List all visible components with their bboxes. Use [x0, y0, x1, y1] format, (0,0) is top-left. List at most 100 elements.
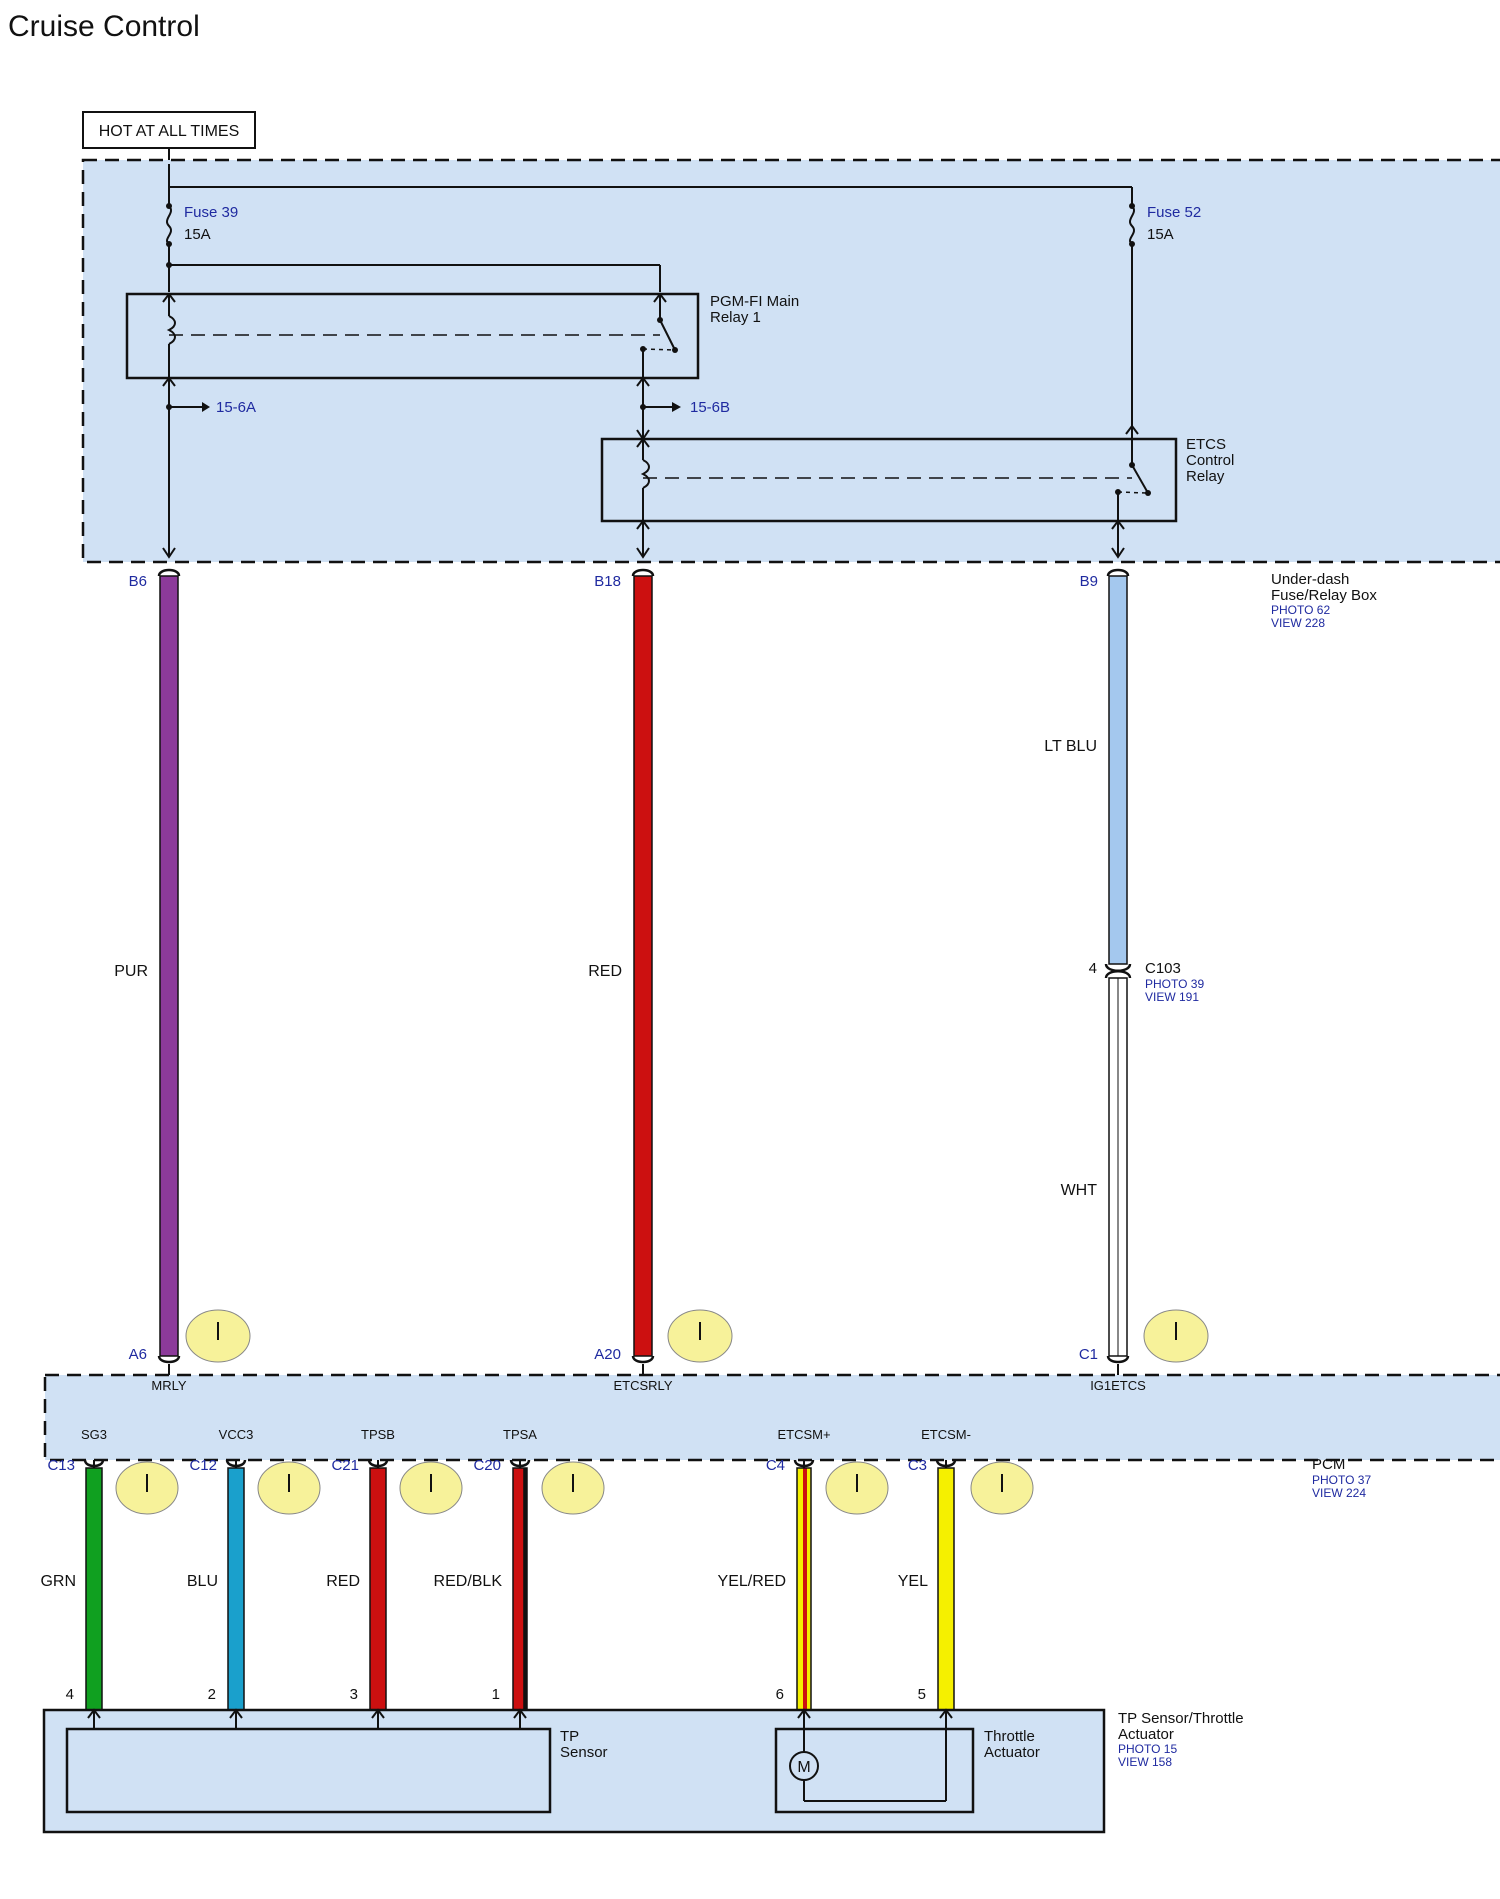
tp-assembly-line1: TP Sensor/Throttle	[1118, 1710, 1244, 1727]
fuse-box-label: Under-dash Fuse/Relay Box PHOTO 62 VIEW …	[1271, 571, 1377, 630]
wire-label-yel-red: YEL/RED	[718, 1573, 786, 1590]
ground-indicator-a20	[667, 1309, 733, 1363]
pin-c21: C21	[331, 1457, 359, 1474]
connector-c1	[1106, 1355, 1130, 1364]
wire-red	[633, 575, 653, 1357]
connector-b9	[1106, 568, 1130, 577]
power-source-box	[82, 111, 256, 149]
wire-yel-red	[796, 1467, 812, 1711]
wire-label-red: RED	[588, 963, 622, 980]
ground-indicator-a6	[185, 1309, 251, 1363]
etcs-relay-label-line2: Control	[1186, 452, 1234, 469]
wire-label-red-blk: RED/BLK	[434, 1573, 503, 1590]
tp-sensor-label-line1: TP	[560, 1728, 579, 1745]
signal-etcsrly: ETCSRLY	[614, 1378, 673, 1393]
pcm-label: PCM PHOTO 37 VIEW 224	[1312, 1456, 1371, 1500]
c103-view: VIEW 191	[1145, 990, 1199, 1004]
pgm-fi-main-relay-1: PGM-FI Main Relay 1	[125, 292, 799, 380]
wire-label-lt-blu: LT BLU	[1044, 738, 1097, 755]
fuse-box-photo: PHOTO 62	[1271, 603, 1330, 617]
under-dash-fuse-relay-box	[81, 158, 1500, 564]
signal-ig1etcs: IG1ETCS	[1090, 1378, 1146, 1393]
wire-lt-blu	[1108, 575, 1128, 965]
fuse-box-view: VIEW 228	[1271, 616, 1325, 630]
wire-label-red-tpsb: RED	[326, 1573, 360, 1590]
wire-red-blk	[512, 1467, 528, 1711]
signal-mrly: MRLY	[151, 1378, 186, 1393]
ground-indicator-c1	[1143, 1309, 1209, 1363]
etcs-relay-label-line1: ETCS	[1186, 436, 1226, 453]
pin-b18: B18	[594, 573, 621, 590]
fuse-52-name: Fuse 52	[1147, 204, 1201, 221]
circuit-tpsb: TPSB C21 RED 3	[326, 1427, 463, 1711]
ref-15-6a: 15-6A	[216, 399, 256, 416]
power-source-label: HOT AT ALL TIMES	[99, 123, 240, 140]
term-4: 4	[66, 1686, 74, 1703]
connector-c103: 4 C103 PHOTO 39 VIEW 191	[1089, 960, 1205, 1004]
tp-assembly-photo: PHOTO 15	[1118, 1742, 1177, 1756]
page-title: Cruise Control	[8, 10, 200, 43]
term-1: 1	[492, 1686, 500, 1703]
pin-c1: C1	[1079, 1346, 1098, 1363]
wire-blu	[227, 1467, 245, 1711]
connector-b18	[631, 568, 655, 577]
etcs-relay-label-line3: Relay	[1186, 468, 1225, 485]
etcs-control-relay: ETCS Control Relay	[600, 424, 1234, 523]
throttle-label-line1: Throttle	[984, 1728, 1035, 1745]
c103-photo: PHOTO 39	[1145, 977, 1204, 991]
connector-a20	[631, 1355, 655, 1364]
wire-red-tpsb	[369, 1467, 387, 1711]
wire-label-blu: BLU	[187, 1573, 218, 1590]
wire-pur	[159, 575, 179, 1357]
signal-tpsa: TPSA	[503, 1427, 537, 1442]
fuse-52: Fuse 52 15A	[1129, 203, 1201, 426]
wire-label-pur: PUR	[114, 963, 148, 980]
circuit-vcc3: VCC3 C12 BLU 2	[187, 1427, 321, 1711]
c103-name: C103	[1145, 960, 1181, 977]
relay-1-label-line1: PGM-FI Main	[710, 293, 799, 310]
signal-tpsb: TPSB	[361, 1427, 395, 1442]
pin-a6: A6	[129, 1346, 147, 1363]
fuse-box-label-line2: Fuse/Relay Box	[1271, 587, 1377, 604]
term-2: 2	[208, 1686, 216, 1703]
ref-15-6b: 15-6B	[690, 399, 730, 416]
tp-assembly-label: TP Sensor/Throttle Actuator PHOTO 15 VIE…	[1118, 1710, 1244, 1769]
wire-grn	[85, 1467, 103, 1711]
motor-icon	[789, 1751, 819, 1781]
fuse-box-label-line1: Under-dash	[1271, 571, 1349, 588]
throttle-actuator: M Throttle Actuator	[774, 1708, 1040, 1814]
motor-label: M	[797, 1759, 810, 1776]
tp-assembly-line2: Actuator	[1118, 1726, 1174, 1743]
c103-pin: 4	[1089, 960, 1097, 977]
term-5: 5	[918, 1686, 926, 1703]
signal-sg3: SG3	[81, 1427, 107, 1442]
signal-vcc3: VCC3	[219, 1427, 254, 1442]
tp-sensor-label-line2: Sensor	[560, 1744, 608, 1761]
connector-b6	[157, 568, 181, 577]
fuse-39-rating: 15A	[184, 226, 211, 243]
signal-etcsm-minus: ETCSM-	[921, 1427, 971, 1442]
pcm-photo: PHOTO 37	[1312, 1473, 1371, 1487]
pcm-box	[43, 1373, 1500, 1462]
connector-a6	[157, 1355, 181, 1364]
throttle-label-line2: Actuator	[984, 1744, 1040, 1761]
tp-sensor: TP Sensor	[65, 1708, 608, 1814]
pin-b6: B6	[129, 573, 147, 590]
wire-yel	[937, 1467, 955, 1711]
term-3: 3	[350, 1686, 358, 1703]
circuit-tpsa: TPSA C20 RED/BLK 1	[434, 1427, 605, 1711]
pin-a20: A20	[594, 1346, 621, 1363]
wire-label-grn: GRN	[40, 1573, 76, 1590]
pin-c13: C13	[47, 1457, 75, 1474]
tp-assembly-view: VIEW 158	[1118, 1755, 1172, 1769]
wire-label-yel: YEL	[898, 1573, 928, 1590]
fuse-52-rating: 15A	[1147, 226, 1174, 243]
signal-etcsm-plus: ETCSM+	[777, 1427, 830, 1442]
pcm-view: VIEW 224	[1312, 1486, 1366, 1500]
pin-c20: C20	[473, 1457, 501, 1474]
fuse-39: Fuse 39 15A	[166, 187, 238, 268]
wire-label-wht: WHT	[1061, 1182, 1098, 1199]
circuit-etcsm-plus: ETCSM+ C4 YEL/RED 6	[718, 1427, 889, 1711]
circuit-sg3: SG3 C13 GRN 4	[40, 1427, 179, 1711]
